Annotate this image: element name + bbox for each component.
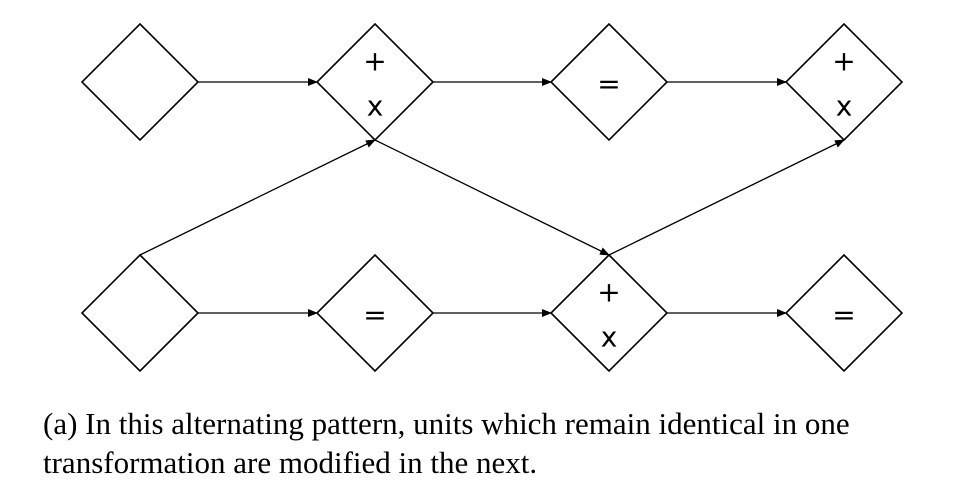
unit-node-bottom-1: = bbox=[315, 253, 435, 373]
edge-arrow-6 bbox=[139, 139, 376, 256]
diamond-shape bbox=[315, 253, 435, 373]
unit-node-bottom-2: +x bbox=[549, 253, 669, 373]
plus-symbol: + bbox=[832, 45, 855, 78]
diamond-shape bbox=[549, 22, 669, 142]
unit-node-top-3: +x bbox=[784, 22, 904, 142]
times-symbol: x bbox=[601, 321, 618, 354]
figure-caption: (a) In this alternating pattern, units w… bbox=[43, 406, 850, 480]
diamond-shape bbox=[784, 253, 904, 373]
edge-arrow-7 bbox=[374, 139, 610, 256]
plus-symbol: + bbox=[363, 45, 386, 78]
times-symbol: x bbox=[367, 90, 384, 123]
diamond-shape bbox=[80, 253, 200, 373]
diamond-shape bbox=[549, 253, 669, 373]
diamond-shape bbox=[784, 22, 904, 142]
unit-node-bottom-0 bbox=[80, 253, 200, 373]
diamond-shape bbox=[80, 22, 200, 142]
edge-arrow-8 bbox=[608, 139, 845, 256]
equals-symbol: = bbox=[597, 68, 620, 101]
equals-symbol: = bbox=[832, 299, 855, 332]
plus-symbol: + bbox=[597, 276, 620, 309]
unit-node-bottom-3: = bbox=[784, 253, 904, 373]
unit-node-top-1: +x bbox=[315, 22, 435, 142]
diamond-shape bbox=[315, 22, 435, 142]
transformation-diagram: +x=+x=+x= bbox=[80, 22, 904, 373]
times-symbol: x bbox=[836, 90, 853, 123]
unit-node-top-0 bbox=[80, 22, 200, 142]
equals-symbol: = bbox=[363, 299, 386, 332]
unit-node-top-2: = bbox=[549, 22, 669, 142]
